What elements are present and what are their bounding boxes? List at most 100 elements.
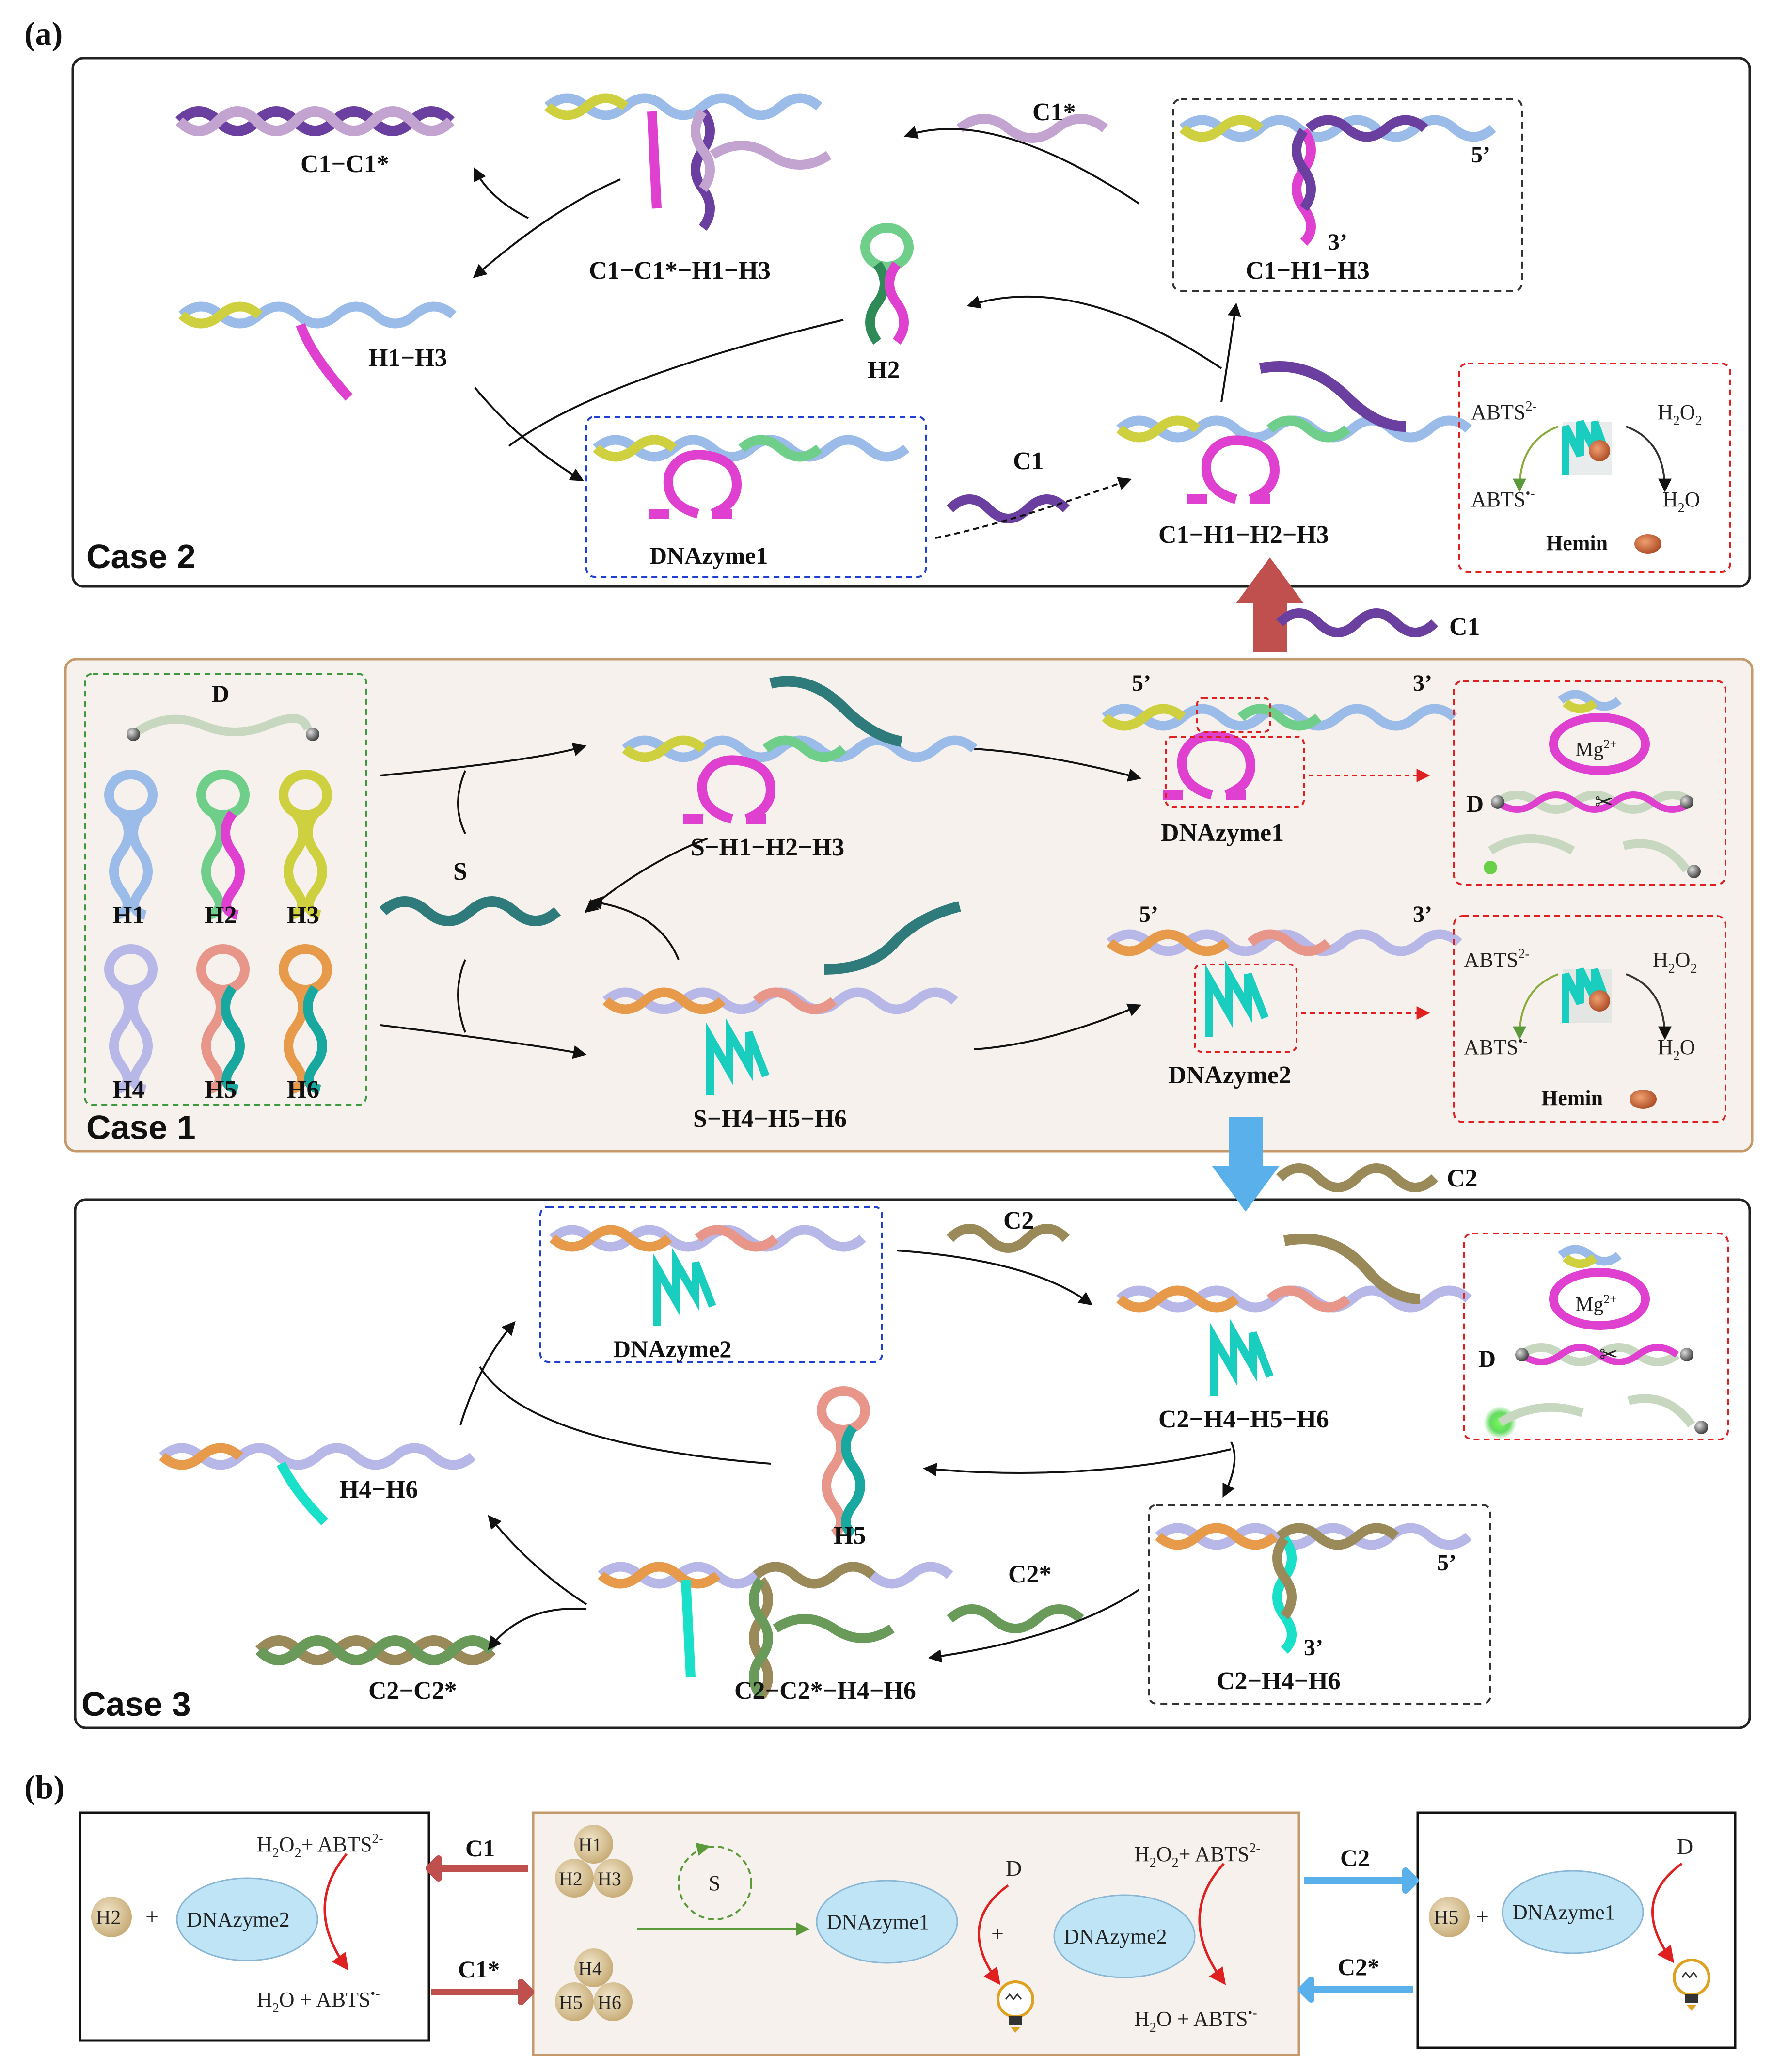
bead-h5-right <box>1429 1897 1470 1937</box>
panel-a-label: (a) <box>24 15 63 52</box>
label-hemin-case1: Hemin <box>1541 1086 1603 1110</box>
arrow-h5-merge <box>479 1366 771 1465</box>
arrow-reaction-left <box>323 1853 349 1971</box>
box-dnazyme1-junction <box>1196 697 1271 733</box>
label-center-bottom: H2O + ABTS•- <box>1134 2006 1257 2035</box>
label-d-case3: D <box>1478 1345 1496 1372</box>
strand-c2-between <box>1276 1163 1439 1192</box>
plus-center: + <box>991 1921 1004 1946</box>
complex-c2-c2star-h4-h6 <box>598 1562 953 1699</box>
label-h2-left: H2 <box>96 1907 121 1929</box>
complex-s-h1-h2-h3 <box>622 676 978 824</box>
complex-c2-h4-h5-h6 <box>1116 1234 1472 1396</box>
arrow-to-c1h1h3 <box>1220 302 1241 403</box>
arrow-s-join-top <box>457 770 466 834</box>
arrow-s-join-bottom <box>457 959 466 1033</box>
label-dnazyme1-case1: DNAzyme1 <box>1161 819 1284 847</box>
label-c2-h4-h6: C2−H4−H6 <box>1217 1667 1341 1695</box>
label-arrow-c2star: C2* <box>1338 1953 1379 1980</box>
probe-d-case1 <box>127 714 319 741</box>
arrow-hairpins-to-sh4h5h6 <box>380 1024 587 1059</box>
label-bead-h6: H6 <box>598 1992 621 2013</box>
arrow-h2o2-case2 <box>1626 426 1672 492</box>
label-dz1-3prime: 3’ <box>1413 670 1432 696</box>
label-c2-case3: C2 <box>1003 1207 1034 1234</box>
label-dnazyme1-case2: DNAzyme1 <box>649 542 768 569</box>
arrow-to-h2 <box>966 295 1222 369</box>
label-s-h4-h5-h6: S−H4−H5−H6 <box>693 1105 847 1133</box>
label-dz2-3prime: 3’ <box>1413 902 1432 927</box>
label-c2-c2star-h4-h6: C2−C2*−H4−H6 <box>734 1677 916 1705</box>
cycle-s-arrowhead <box>695 1842 711 1856</box>
arrow-reaction-center <box>1198 1863 1226 1985</box>
strand-c1star <box>956 114 1108 143</box>
arrow-to-c2h4h6 <box>1222 1441 1236 1498</box>
complex-c1-h1-h2-h3 <box>1116 361 1472 504</box>
arrow-c1star-head <box>518 1979 534 2005</box>
hairpin-h4: H4 <box>104 944 158 1104</box>
hairpin-h6: H6 <box>279 944 332 1104</box>
scissors-icon-case1: ✂ <box>1595 790 1614 814</box>
duplex-h1-h3 <box>178 301 457 401</box>
label-hairpin-h1: H1 <box>112 902 144 929</box>
arrow-c1-head <box>426 1855 442 1882</box>
enzyme-dnazyme2-center <box>1053 1894 1196 1978</box>
label-dnazyme2-case1: DNAzyme2 <box>1168 1061 1291 1089</box>
label-s-cycle: S <box>709 1871 720 1895</box>
label-c2star: C2* <box>1008 1561 1052 1588</box>
label-c2-c2star: C2−C2* <box>368 1677 457 1705</box>
dnazyme1-structure-case1 <box>1102 704 1457 800</box>
arrow-to-c1c1starh1h3 <box>903 126 1140 205</box>
strand-c2star <box>947 1604 1084 1633</box>
label-bead-h5: H5 <box>559 1992 583 2013</box>
case3-box <box>74 1198 1751 1729</box>
label-hairpin-h2: H2 <box>205 902 237 929</box>
arrow-to-dnazyme2-case3 <box>459 1321 516 1425</box>
case2-box <box>71 57 1751 588</box>
enzyme-dnazyme2-left <box>176 1877 318 1961</box>
arrow-dashed-to-c1h1h2h3 <box>935 477 1132 539</box>
label-left-top: H2O2+ ABTS2- <box>257 1831 383 1861</box>
blue-down-arrow <box>1212 1117 1280 1212</box>
duplex-c2-c2star <box>255 1635 496 1665</box>
label-center-top: H2O2+ ABTS2- <box>1134 1841 1261 1870</box>
dnazyme1-structure-case2 <box>593 435 910 519</box>
case2-label: Case 2 <box>86 538 196 575</box>
dnazyme2-structure-case3 <box>549 1225 866 1326</box>
label-c1-c1star: C1−C1* <box>301 150 389 178</box>
mg-dnazyme-case3 <box>1484 1245 1708 1439</box>
label-bead-h3: H3 <box>598 1868 621 1890</box>
arrow-to-dnazyme1-case1 <box>974 748 1142 782</box>
arrow-s-release-bottom <box>588 896 680 960</box>
arrow-c2star-head <box>1298 1977 1314 2003</box>
arrow-to-c2h4h5h6 <box>896 1250 1093 1306</box>
arrow-to-dnazyme1-case2 <box>474 387 584 481</box>
label-hairpin-h3: H3 <box>287 902 319 929</box>
label-dz2-5prime: 5’ <box>1139 902 1158 927</box>
label-s: S <box>453 858 467 886</box>
label-arrow-c2: C2 <box>1340 1844 1370 1871</box>
label-abts2-case1: ABTS2- <box>1464 947 1530 972</box>
box-dnazyme1-case2 <box>585 416 927 578</box>
arrow-to-c2c2star <box>488 1608 587 1650</box>
label-h2-case2: H2 <box>868 356 900 384</box>
strand-c2-case3 <box>946 1224 1070 1253</box>
arrow-h2o2-case1 <box>1626 973 1672 1040</box>
label-dz1-5prime: 5’ <box>1132 670 1151 696</box>
beads-h1-h2-h3 <box>555 1825 633 1898</box>
arrow-to-h4h6 <box>488 1515 587 1605</box>
hemin-icon-case2 <box>1634 534 1661 554</box>
label-hairpin-h5: H5 <box>205 1076 237 1104</box>
label-mg-case3: Mg2+ <box>1575 1292 1617 1316</box>
label-dnazyme2-case3: DNAzyme2 <box>613 1335 731 1362</box>
case1-box <box>64 658 1754 1153</box>
label-d-center: D <box>1006 1856 1022 1881</box>
case3-label: Case 3 <box>81 1685 191 1723</box>
label-c1-c1star-h1-h3: C1−C1*−H1−H3 <box>589 257 771 285</box>
label-dnazyme1-right: DNAzyme1 <box>1512 1900 1615 1924</box>
scissors-icon-case3: ✂ <box>1599 1342 1618 1367</box>
arrow-abts-case2 <box>1513 426 1559 492</box>
label-hairpin-h6: H6 <box>287 1076 319 1104</box>
